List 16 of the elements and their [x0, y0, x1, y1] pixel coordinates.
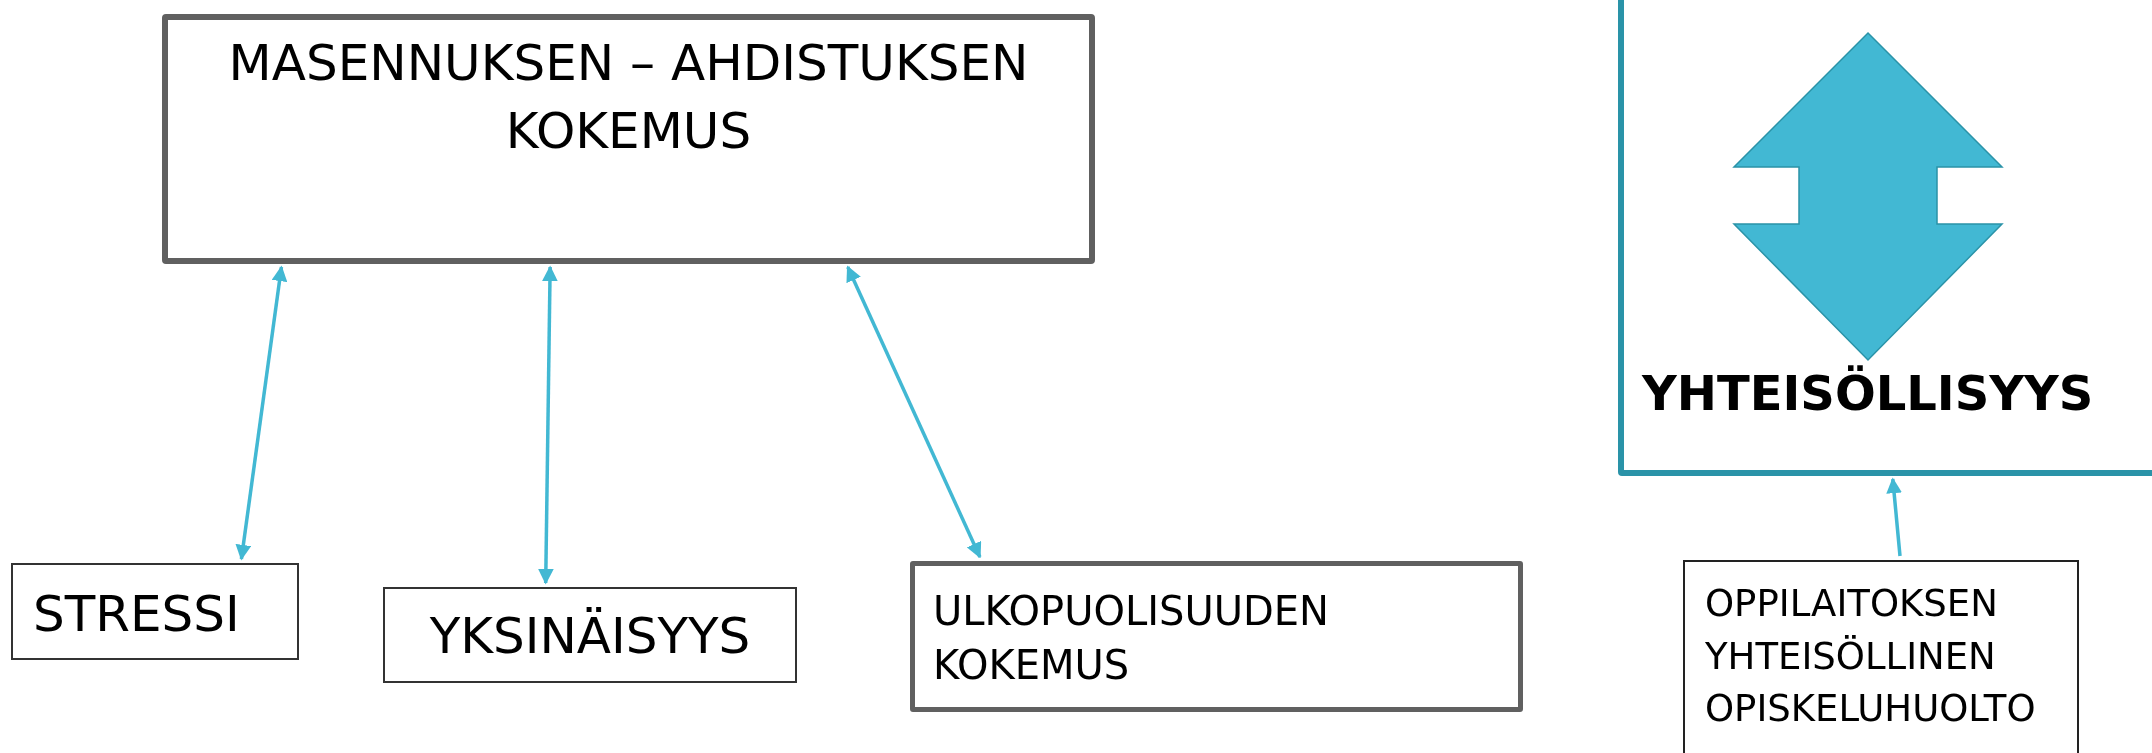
process-box	[11, 563, 299, 660]
group-box	[1618, 0, 2152, 476]
node-label: STRESSI	[33, 584, 241, 645]
node-label: OPPILAITOKSEN YHTEISÖLLINEN OPISKELUHUOLTO	[1705, 581, 2037, 733]
arrow	[235, 265, 288, 561]
node-label: MASENNUKSEN – AHDISTUKSEN KOKEMUS	[227, 33, 1030, 162]
arrow	[1886, 477, 1902, 557]
group-title: YHTEISÖLLISYYS	[1642, 364, 2094, 423]
node-label: ULKOPUOLISUUDEN KOKEMUS	[933, 587, 1330, 690]
process-box	[910, 561, 1523, 712]
process-box	[162, 14, 1095, 264]
arrow	[846, 265, 982, 559]
process-box	[383, 587, 797, 683]
arrow	[538, 265, 558, 585]
node-label: YKSINÄISYYS	[428, 606, 752, 667]
process-box	[1683, 560, 2079, 753]
